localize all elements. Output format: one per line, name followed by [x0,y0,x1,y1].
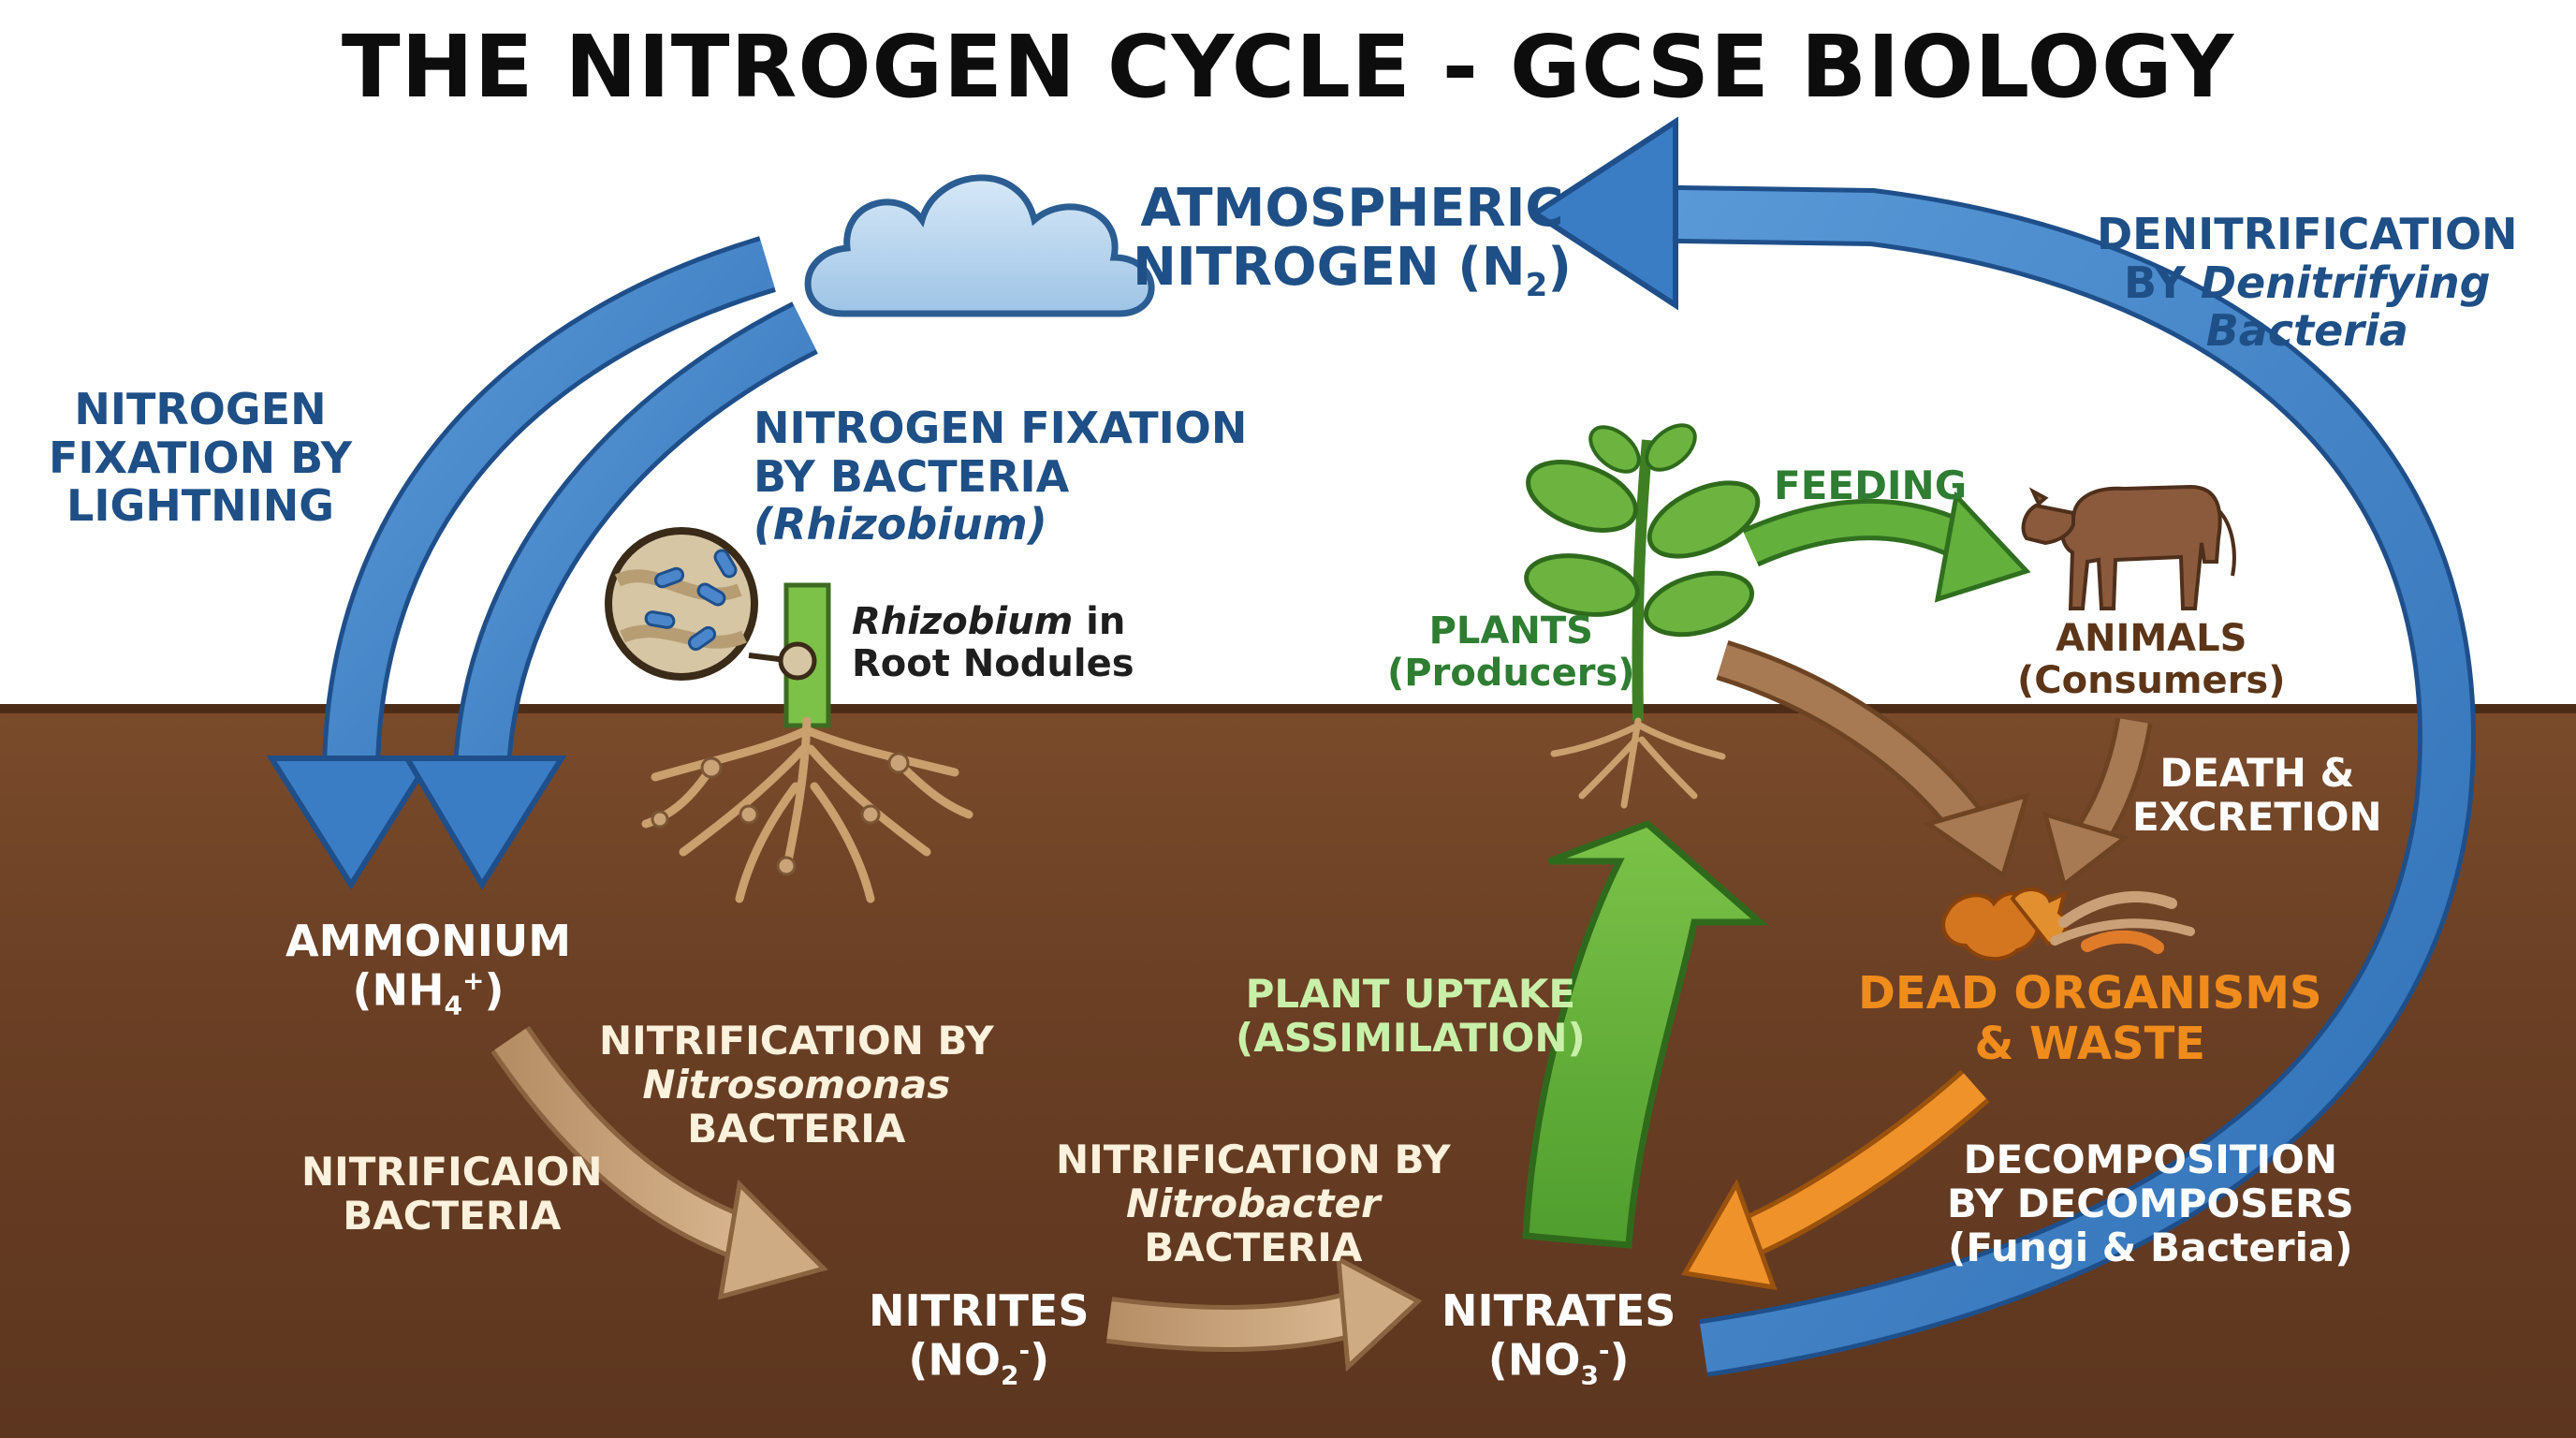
decomp-line1: DECOMPOSITION [1963,1137,2338,1182]
rhizobium-name: Rhizobium [852,600,1074,643]
nitrates-label: NITRATES (NO3-) [1442,1285,1676,1391]
plant-roots [1550,717,1726,809]
atmospheric-line2: NITROGEN (N2) [1133,236,1572,304]
bacteria-fixation-line3: (Rhizobium) [754,499,1047,550]
denitrification-arrowhead [1530,116,1678,311]
decomp-line2: BY DECOMPOSERS [1947,1181,2354,1227]
ammonium-formula: (NH [352,963,445,1015]
ammonium-close: ) [484,963,505,1015]
dead-line2: & WASTE [1974,1017,2206,1070]
nitrobacter-line3: BACTERIA [1144,1225,1363,1271]
nitrobacter-label: NITRIFICATION BY Nitrobacter BACTERIA [1056,1137,1451,1269]
lightning-fixation-label: NITROGEN FIXATION BY LIGHTNING [49,384,352,532]
bacteria-fixation-arrowhead [402,756,567,890]
nitrosomonas-line3: BACTERIA [687,1106,906,1152]
feeding-label: FEEDING [1774,462,1968,508]
animals-line2: (Consumers) [2017,658,2286,702]
cloud-icon [804,174,1155,317]
page-title: THE NITROGEN CYCLE - GCSE BIOLOGY [341,17,2235,117]
ammonium-superscript: + [462,964,485,996]
nitrites-superscript: - [1018,1334,1031,1366]
denitrification-line3: Bacteria [2205,305,2408,357]
rhizobium-in: in [1073,600,1126,643]
animals-label: ANIMALS (Consumers) [2017,618,2286,702]
cow-icon [2021,484,2236,610]
rhizobium-magnifier-icon [605,527,831,728]
bacteria-fixation-label: NITROGEN FIXATION BY BACTERIA (Rhizobium… [754,404,1247,550]
nitrosomonas-line1: NITRIFICATION BY [599,1018,994,1064]
plants-line2: (Producers) [1387,651,1635,695]
nitrates-superscript: - [1598,1334,1610,1366]
decomp-line3: (Fungi & Bacteria) [1948,1225,2353,1271]
nodule-dots [651,752,910,876]
lightning-line1: NITROGEN [74,384,327,434]
nitrates-line2: (NO3-) [1442,1333,1676,1391]
ground-line [0,704,2576,713]
rhizobium-line2: Root Nodules [852,641,1134,685]
nitrites-line1: NITRITES [869,1285,1090,1336]
nitrates-subscript: 3 [1580,1359,1599,1391]
rhizobium-nodules-label: Rhizobium in Root Nodules [852,601,1134,685]
plant-icon [1524,423,1761,722]
nitrosomonas-label: NITRIFICATION BY Nitrosomonas BACTERIA [599,1019,994,1151]
death-line2: EXCRETION [2132,794,2382,841]
atmospheric-line1: ATMOSPHERIC [1140,178,1564,239]
nitrites-formula: (NO [908,1333,1001,1385]
uptake-line1: PLANT UPTAKE [1245,971,1576,1017]
denitrification-line2: BY Denitrifying [2097,257,2518,308]
denitrification-by: BY [2123,257,2201,308]
nitrificaion-bacteria-label: NITRIFICAION BACTERIA [301,1150,603,1238]
decomposition-label: DECOMPOSITION BY DECOMPOSERS (Fungi & Ba… [1947,1137,2354,1269]
atmospheric-formula: NITROGEN (N [1133,236,1526,298]
lightning-line3: LIGHTNING [66,480,334,532]
death-excretion-label: DEATH & EXCRETION [2132,751,2382,839]
dead-organisms-label: DEAD ORGANISMS & WASTE [1858,967,2322,1070]
ammonium-line1: AMMONIUM [285,916,571,966]
atmospheric-close: ) [1547,236,1572,298]
bacteria-fixation-line1: NITROGEN FIXATION [754,403,1248,453]
ammonium-label: AMMONIUM (NH4+) [285,917,571,1020]
denitrification-species: Denitrifying [2200,257,2491,308]
uptake-line2: (ASSIMILATION) [1236,1015,1586,1062]
bacteria-fixation-line2: BY BACTERIA [754,450,1070,502]
nitrificaion-line2: BACTERIA [343,1193,562,1240]
nitrobacter-line1: NITRIFICATION BY [1056,1137,1451,1182]
nitrites-line2: (NO2-) [869,1333,1089,1391]
plant-uptake-arrow [1522,819,1769,1249]
nitrobacter-line2: Nitrobacter [1125,1181,1381,1227]
denitrification-label: DENITRIFICATION BY Denitrifying Bacteria [2097,209,2518,357]
nitrificaion-line1: NITRIFICAION [301,1149,603,1195]
nitrites-label: NITRITES (NO2-) [869,1285,1090,1391]
dead-line1: DEAD ORGANISMS [1858,967,2322,1020]
lightning-line2: FIXATION BY [49,432,352,483]
plants-label: PLANTS (Producers) [1387,610,1635,695]
ammonium-line2: (NH4+) [285,963,571,1021]
plant-uptake-label: PLANT UPTAKE (ASSIMILATION) [1236,972,1586,1060]
death-line1: DEATH & [2159,750,2355,796]
nitrates-formula: (NO [1487,1333,1581,1385]
nitrites-close: ) [1030,1333,1050,1385]
atmospheric-nitrogen-label: ATMOSPHERIC NITROGEN (N2) [1133,178,1572,304]
nitrites-subscript: 2 [1000,1359,1019,1391]
rhizobium-line1: Rhizobium in [852,601,1134,643]
plants-line1: PLANTS [1428,609,1593,653]
atmospheric-subscript: 2 [1525,266,1548,304]
dead-organisms-icon [1941,888,2195,961]
lightning-arrowhead [266,756,436,890]
denitrification-line1: DENITRIFICATION [2097,209,2518,259]
ammonium-subscript: 4 [444,990,462,1021]
animals-line1: ANIMALS [2056,617,2247,660]
nitrosomonas-line2: Nitrosomonas [642,1062,951,1108]
nitrates-close: ) [1609,1333,1630,1385]
nitrates-line1: NITRATES [1442,1285,1676,1336]
root-nodules-icon [641,716,973,903]
